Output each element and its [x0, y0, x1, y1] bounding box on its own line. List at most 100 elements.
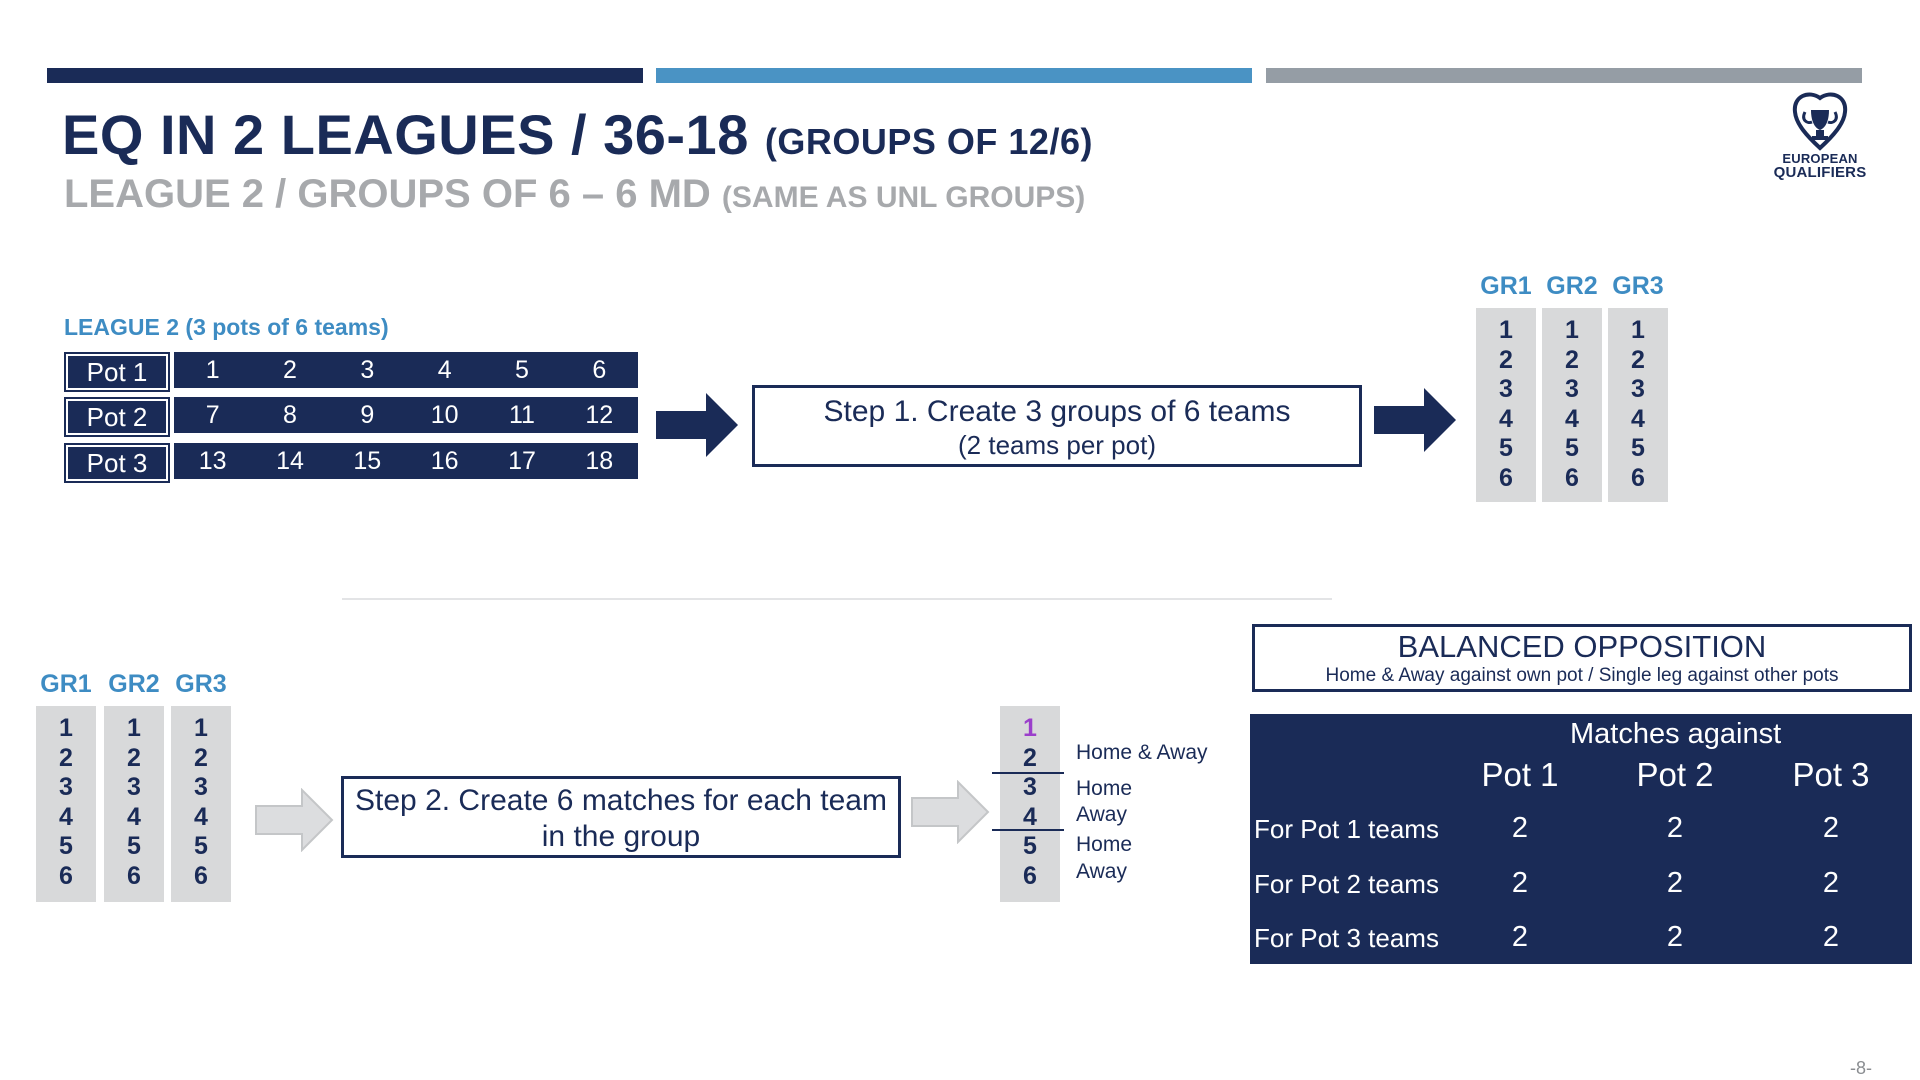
group-item: 5 — [1499, 434, 1513, 462]
group-item: 3 — [194, 773, 208, 801]
group-3-column: 1 2 3 4 5 6 — [1608, 308, 1668, 502]
group-item: 6 — [1631, 463, 1645, 492]
matrix-cell: 2 — [1511, 921, 1529, 953]
arrow-right-icon — [656, 393, 738, 457]
top-bar-grey — [1266, 68, 1862, 83]
matrix-cell: 2 — [1822, 921, 1840, 953]
group-item: 5 — [1565, 434, 1579, 462]
group-1-column: 1 2 3 4 5 6 — [36, 706, 96, 902]
matches-team-column: 1 2 3 4 5 6 — [1000, 706, 1060, 902]
group-item: 5 — [194, 832, 208, 860]
team-item-highlight: 1 — [1023, 714, 1037, 742]
home-label: Home — [1076, 833, 1133, 856]
group-item: 3 — [127, 773, 141, 801]
matrix-cell: 2 — [1822, 867, 1840, 899]
page-title: EQ IN 2 LEAGUES / 36-18 (GROUPS OF 12/6) — [62, 103, 1093, 166]
balanced-subtitle: Home & Away against own pot / Single leg… — [1325, 665, 1839, 686]
matrix-col-pot-2: Pot 2 — [1636, 756, 1714, 793]
separator-line — [992, 829, 1064, 831]
team-cell: 12 — [585, 401, 614, 429]
group-item: 6 — [127, 861, 141, 890]
home-label: Home — [1076, 777, 1133, 800]
group-item: 1 — [1499, 316, 1513, 344]
group-item: 4 — [194, 802, 208, 831]
trophy-icon — [1792, 92, 1848, 151]
matrix-col-pot-3: Pot 3 — [1792, 756, 1870, 793]
team-cell: 6 — [592, 356, 607, 384]
team-cell: 2 — [283, 356, 297, 384]
separator-line — [992, 772, 1064, 774]
group-header: GR1 — [40, 670, 92, 698]
group-item: 3 — [59, 773, 73, 801]
group-header: GR1 — [1480, 272, 1532, 300]
matrix-col-pot-1: Pot 1 — [1481, 756, 1559, 793]
matrix-cell: 2 — [1666, 921, 1684, 953]
top-bar-navy — [47, 68, 643, 83]
arrow-right-icon — [255, 788, 334, 852]
group-item: 4 — [1499, 404, 1513, 433]
matrix-cell: 2 — [1511, 812, 1529, 844]
group-item: 1 — [1565, 316, 1579, 344]
top-bar-blue — [656, 68, 1252, 83]
group-1-column: 1 2 3 4 5 6 — [1476, 308, 1536, 502]
group-header: GR2 — [1546, 272, 1598, 300]
page-subtitle: LEAGUE 2 / GROUPS OF 6 – 6 MD (SAME AS U… — [64, 172, 1086, 216]
step-2-box: Step 2. Create 6 matches for each team i… — [341, 776, 901, 858]
group-item: 4 — [1631, 404, 1645, 433]
team-cell: 14 — [276, 447, 304, 475]
group-3-column: 1 2 3 4 5 6 — [171, 706, 231, 902]
away-label: Away — [1076, 860, 1127, 883]
matrix-cell: 2 — [1666, 812, 1684, 844]
arrow-right-icon — [911, 780, 990, 844]
pot-1-label: Pot 1 — [64, 352, 170, 392]
page-number: -8- — [1850, 1058, 1872, 1078]
group-item: 1 — [1631, 316, 1645, 344]
team-cell: 9 — [360, 401, 375, 429]
group-item: 2 — [1631, 345, 1645, 374]
group-item: 4 — [1565, 404, 1579, 433]
european-qualifiers-logo: EUROPEAN QUALIFIERS — [1770, 92, 1870, 180]
step-1-subtitle: (2 teams per pot) — [958, 430, 1156, 460]
group-item: 1 — [59, 714, 73, 742]
matrix-row-label: For Pot 2 teams — [1254, 869, 1439, 899]
team-cell: 4 — [437, 356, 452, 384]
group-item: 2 — [59, 743, 73, 772]
group-item: 2 — [1499, 345, 1513, 374]
group-item: 3 — [1499, 375, 1513, 403]
group-item: 5 — [59, 832, 73, 860]
step-1-box: Step 1. Create 3 groups of 6 teams (2 te… — [752, 385, 1362, 467]
group-item: 6 — [1499, 463, 1513, 492]
team-cell: 11 — [509, 401, 535, 429]
team-item: 6 — [1023, 861, 1037, 890]
group-item: 6 — [194, 861, 208, 890]
section-divider — [342, 598, 1332, 600]
matches-matrix: Matches against Pot 1 Pot 2 Pot 3 For Po… — [1250, 714, 1912, 964]
group-item: 3 — [1565, 375, 1579, 403]
group-item: 6 — [59, 861, 73, 890]
group-header: GR3 — [1612, 272, 1664, 300]
step-2-title: Step 2. Create 6 matches for each team — [355, 784, 887, 817]
group-item: 4 — [59, 802, 73, 831]
team-item: 5 — [1023, 832, 1037, 860]
balanced-title: BALANCED OPPOSITION — [1397, 629, 1767, 664]
league-label: LEAGUE 2 (3 pots of 6 teams) — [64, 314, 389, 340]
home-away-label: Home & Away — [1076, 741, 1208, 764]
logo-line1: EUROPEAN — [1782, 151, 1858, 166]
matrix-cell: 2 — [1666, 867, 1684, 899]
step-1-title: Step 1. Create 3 groups of 6 teams — [823, 395, 1291, 428]
matrix-cell: 2 — [1511, 867, 1529, 899]
team-cell: 16 — [430, 447, 459, 475]
matrix-cell: 2 — [1822, 812, 1840, 844]
team-cell: 13 — [198, 447, 227, 475]
step-2-subtitle: in the group — [541, 820, 701, 853]
group-2-column: 1 2 3 4 5 6 — [1542, 308, 1602, 502]
pot-3-teams: 13 14 15 16 17 18 — [174, 443, 638, 479]
group-item: 5 — [1631, 434, 1645, 462]
group-header: GR3 — [175, 670, 227, 698]
pot-2-label: Pot 2 — [64, 397, 170, 437]
team-cell: 5 — [515, 356, 529, 384]
team-item: 2 — [1023, 743, 1037, 772]
matrix-row-label: For Pot 3 teams — [1254, 923, 1439, 953]
group-item: 2 — [194, 743, 208, 772]
team-cell: 7 — [205, 401, 220, 429]
